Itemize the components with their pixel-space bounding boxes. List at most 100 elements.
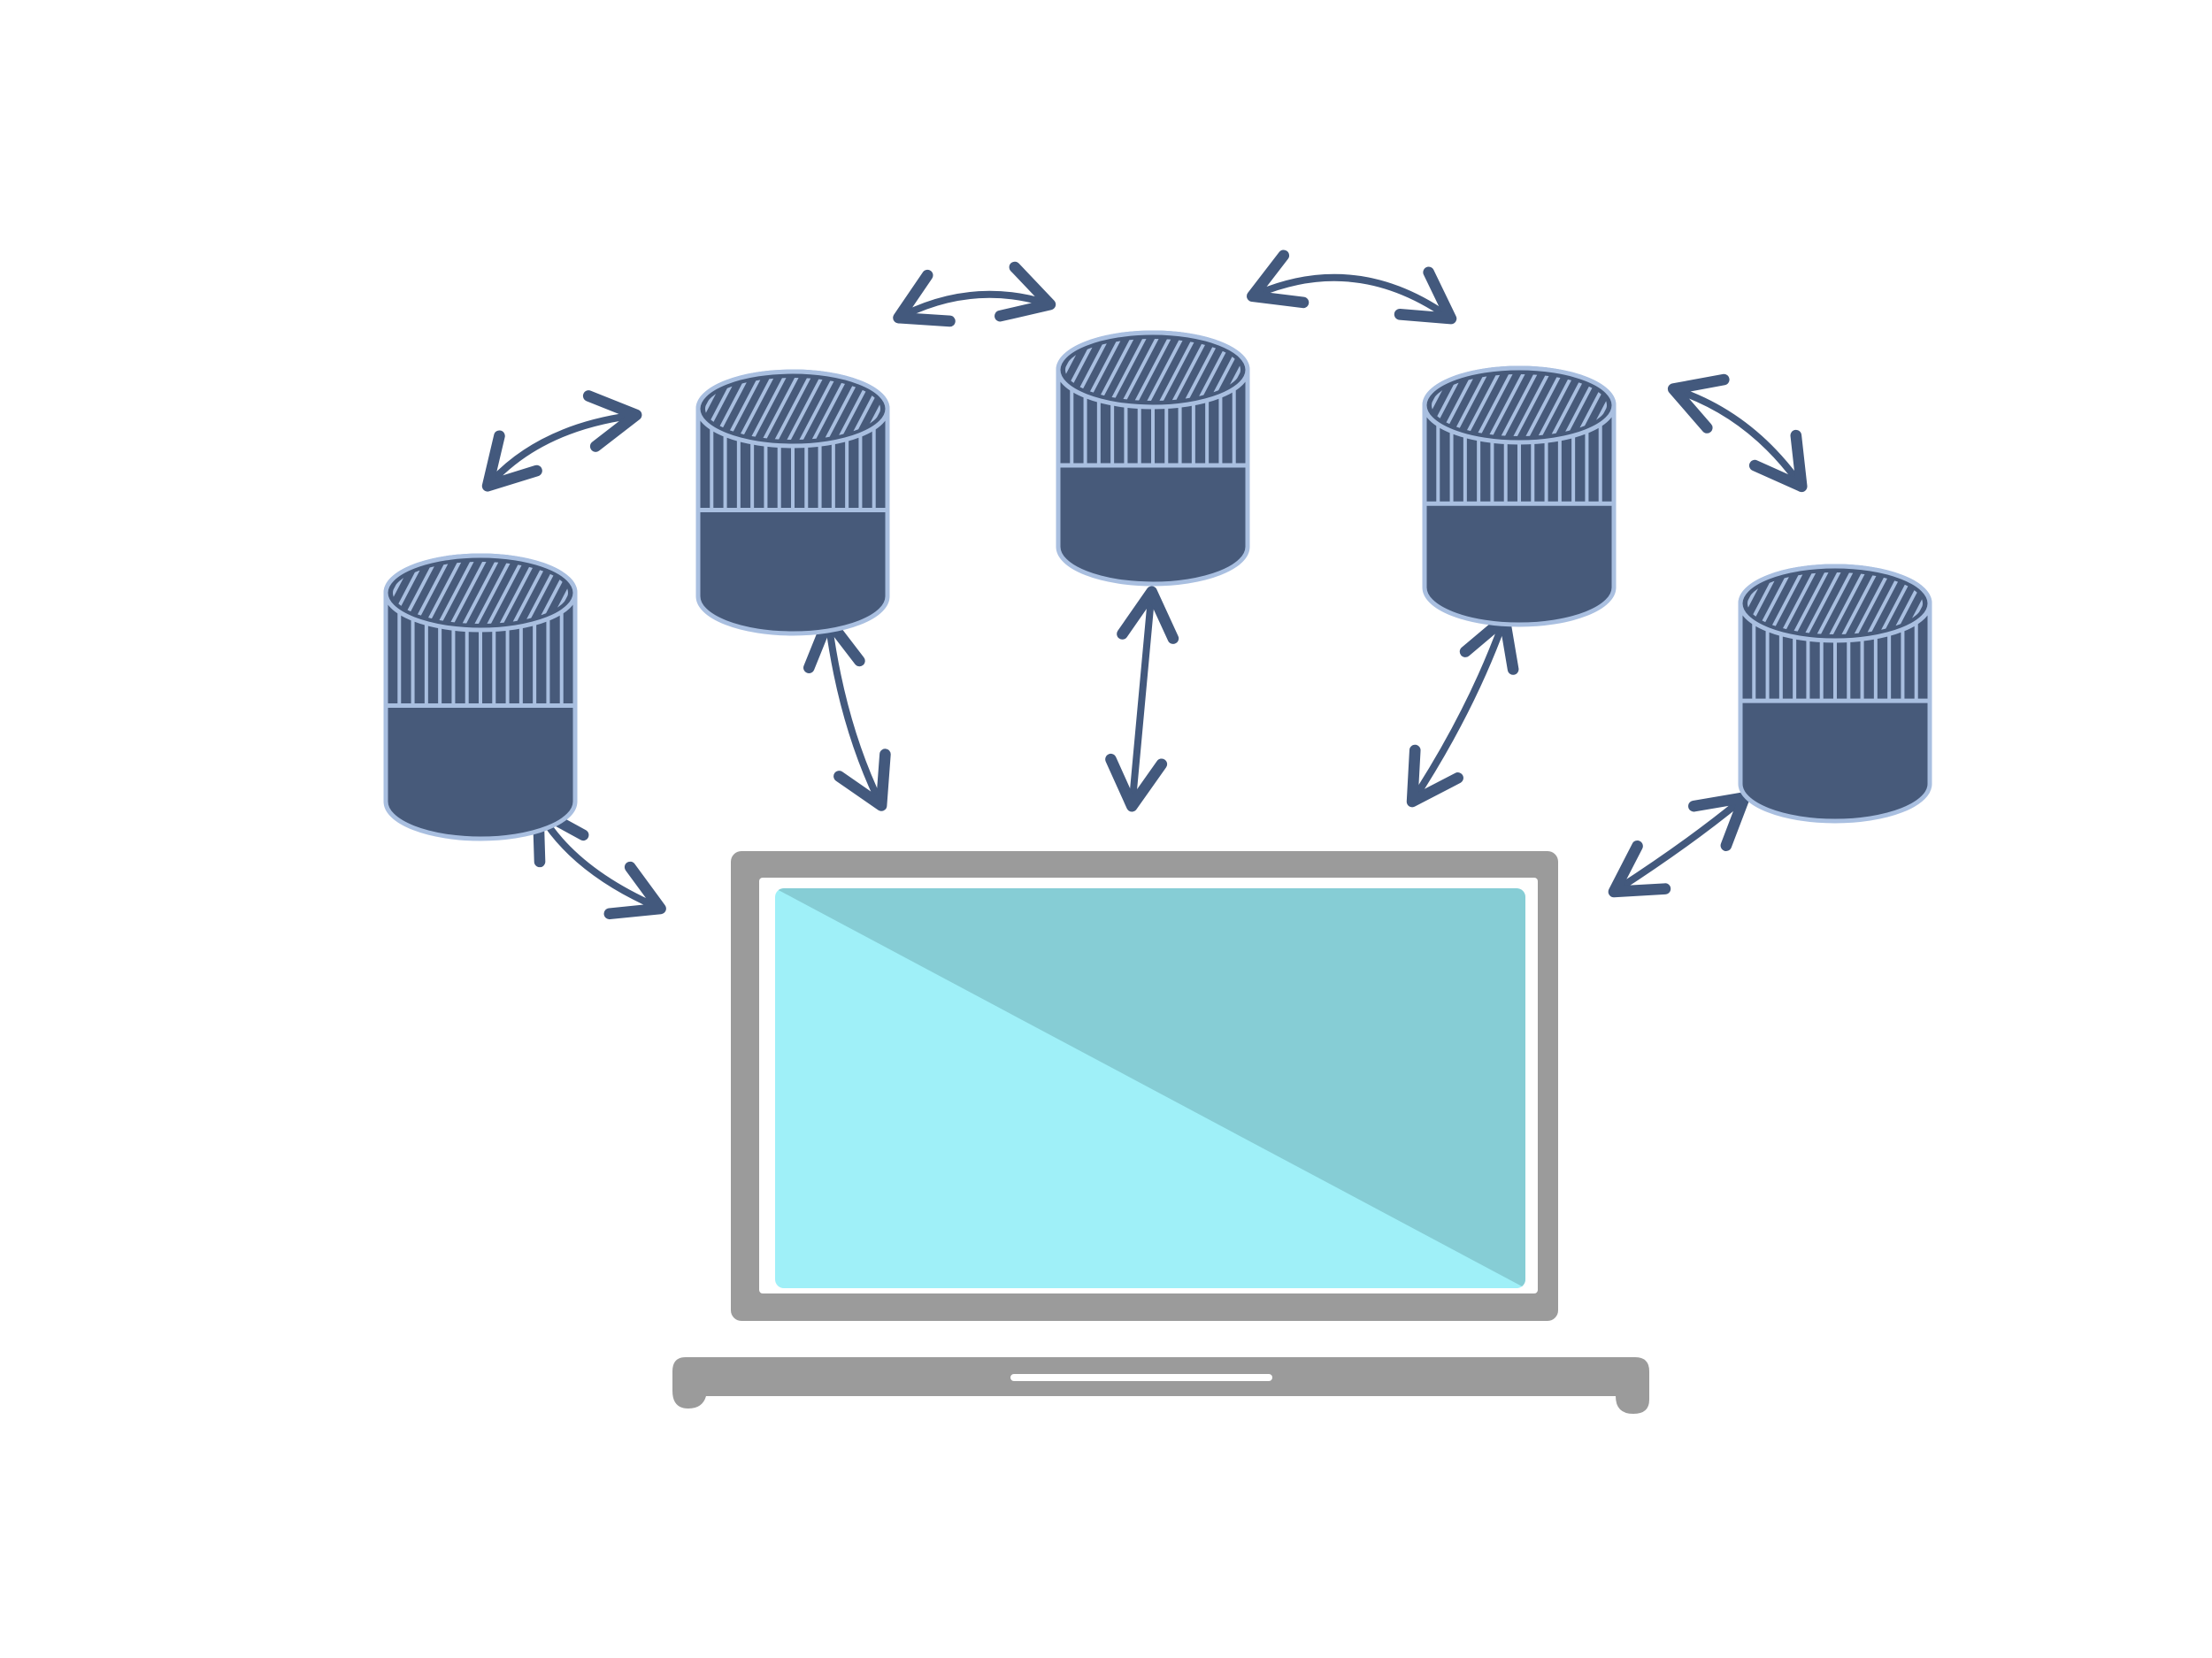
hatch-line — [447, 562, 489, 624]
database-stripes — [710, 427, 876, 510]
hatch-line — [959, 372, 998, 446]
hatch-line — [496, 562, 539, 624]
hatch-line — [796, 378, 839, 440]
hatch-line — [1119, 339, 1162, 401]
database-top-hatch — [1617, 566, 2053, 641]
hatch-line — [572, 556, 611, 630]
hatch-line — [1010, 333, 1048, 407]
bidirectional-arrow-db-1-laptop — [532, 804, 666, 920]
hatch-line — [809, 378, 851, 440]
hatch-line — [585, 556, 624, 630]
hatch-line — [647, 556, 686, 630]
hatch-line — [1826, 572, 1869, 634]
database-top-hatch — [935, 333, 1371, 407]
database-cylinder-icon — [588, 369, 998, 636]
database-stripes — [397, 611, 564, 706]
hatch-line — [1486, 374, 1528, 436]
hatch-line — [1648, 368, 1687, 442]
hatch-line — [1679, 566, 1718, 641]
hatch-line — [1952, 566, 1991, 641]
hatch-line — [1169, 339, 1211, 401]
laptop-icon — [672, 851, 1649, 1414]
hatch-line — [622, 556, 661, 630]
hatch-line — [935, 333, 974, 407]
hatch-line — [275, 556, 314, 630]
hatch-line — [625, 372, 664, 446]
database-cylinder-icon — [275, 553, 698, 841]
hatch-line — [472, 562, 514, 624]
hatch-line — [325, 556, 364, 630]
database-stripes — [1070, 388, 1236, 465]
hatch-line — [1294, 333, 1333, 407]
hatch-line — [784, 378, 826, 440]
laptop-screen — [775, 888, 1525, 1288]
hatch-line — [662, 372, 701, 446]
hatch-line — [2014, 566, 2053, 641]
hatch-line — [1939, 566, 1978, 641]
hatch-line — [1107, 339, 1149, 401]
hatch-line — [337, 556, 376, 630]
hatch-line — [1964, 566, 2003, 641]
hatch-line — [1339, 368, 1378, 442]
hatch-line — [1839, 572, 1881, 634]
hatch-line — [972, 333, 1011, 407]
hatch-line — [659, 556, 698, 630]
hatch-line — [600, 372, 639, 446]
database-stripes — [1752, 622, 1918, 702]
hatch-line — [1461, 374, 1503, 436]
hatch-line — [1144, 339, 1187, 401]
hatch-line — [300, 556, 339, 630]
hatch-line — [1617, 566, 1656, 641]
hatch-line — [1704, 566, 1743, 641]
hatch-line — [1777, 572, 1819, 634]
connection-arrows — [481, 249, 1808, 920]
hatch-line — [734, 378, 777, 440]
hatch-line — [349, 556, 388, 630]
hatch-line — [897, 372, 936, 446]
hatch-line — [1814, 572, 1856, 634]
hatch-line — [947, 372, 986, 446]
hatch-line — [1473, 374, 1516, 436]
hatch-line — [922, 372, 961, 446]
database-nodes — [275, 330, 2053, 841]
hatch-line — [288, 556, 326, 630]
hatch-line — [1624, 368, 1663, 442]
hatch-line — [1642, 566, 1681, 641]
hatch-line — [997, 333, 1036, 407]
hatch-line — [1636, 368, 1675, 442]
laptop-base — [672, 1357, 1649, 1414]
hatch-line — [1692, 566, 1731, 641]
hatch-line — [612, 372, 651, 446]
hatch-line — [1351, 368, 1390, 442]
database-stripes — [1436, 424, 1602, 504]
hatch-line — [484, 562, 526, 624]
database-top-hatch — [588, 372, 998, 446]
bidirectional-arrow-db-3-db-4 — [1247, 249, 1457, 325]
hatch-line — [1022, 333, 1061, 407]
bidirectional-arrow-db-5-laptop — [1608, 792, 1750, 898]
hatch-line — [985, 333, 1024, 407]
laptop-trackpad-slot — [1010, 1374, 1272, 1381]
hatch-line — [1655, 566, 1694, 641]
hatch-line — [1302, 368, 1340, 442]
hatch-line — [1314, 368, 1353, 442]
hatch-line — [1611, 368, 1650, 442]
hatch-line — [1989, 566, 2028, 641]
hatch-line — [1332, 333, 1371, 407]
hatch-line — [1510, 374, 1553, 436]
hatch-line — [1363, 368, 1402, 442]
hatch-line — [1851, 572, 1893, 634]
bidirectional-arrow-db-4-db-5 — [1667, 373, 1808, 493]
hatch-line — [1132, 339, 1174, 401]
hatch-line — [1667, 566, 1706, 641]
hatch-line — [637, 372, 676, 446]
hatch-line — [1376, 368, 1415, 442]
hatch-line — [1282, 333, 1321, 407]
hatch-line — [422, 562, 465, 624]
hatch-line — [434, 562, 477, 624]
hatch-line — [588, 372, 626, 446]
hatch-line — [1801, 572, 1844, 634]
hatch-line — [1307, 333, 1346, 407]
